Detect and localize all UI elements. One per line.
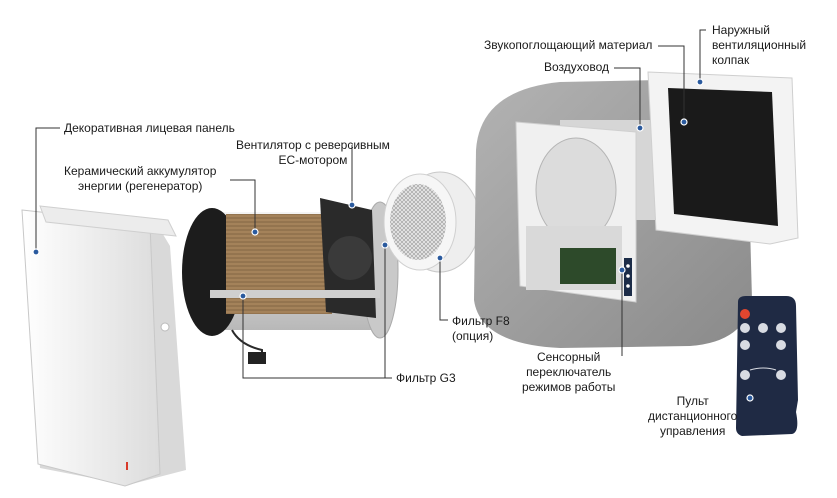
markers (32, 78, 754, 402)
label-remote-control: Пульт дистанционного управления (648, 394, 738, 438)
label-outdoor-hood: Наружный вентиляционный колпак (712, 23, 807, 67)
outdoor-hood (647, 71, 799, 245)
label-decorative-panel: Декоративная лицевая панель (64, 121, 235, 135)
label-filter-g3: Фильтр G3 (396, 371, 456, 385)
filter-f8 (383, 171, 481, 273)
remote-control (736, 296, 798, 436)
label-sound-material: Звукопоглощающий материал (484, 38, 653, 52)
inner-housing (515, 121, 637, 303)
label-ceramic-accumulator: Керамический аккумулятор энергии (регене… (64, 164, 217, 193)
label-duct: Воздуховод (544, 60, 609, 74)
label-filter-f8: Фильтр F8 (опция) (452, 314, 510, 343)
fan-cylinder (182, 198, 399, 364)
decorative-panel (21, 205, 186, 487)
label-fan: Вентилятор с реверсивным ЕС-мотором (236, 138, 390, 167)
leader-lines (35, 29, 751, 400)
label-touch-switch: Сенсорный переключатель режимов работы (522, 350, 616, 394)
